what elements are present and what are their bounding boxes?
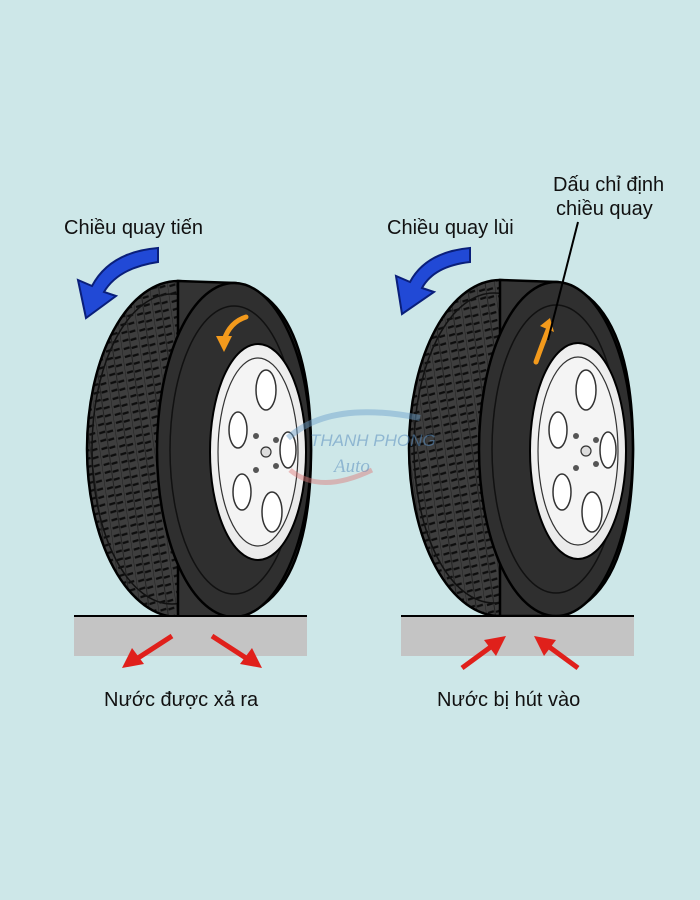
left-road: [74, 617, 307, 656]
watermark-line1: THANH PHONG: [310, 431, 436, 450]
marker-label-line1: Dấu chỉ định: [553, 174, 665, 196]
left-rotation-arrow: [76, 246, 159, 320]
right-water-label: Nước bị hút vào: [437, 689, 581, 711]
marker-label-line2: chiều quay: [556, 198, 653, 220]
watermark-logo: [285, 409, 421, 485]
right-rotation-arrow: [394, 246, 471, 316]
marker-leader-line: [547, 221, 579, 341]
left-rotation-label: Chiều quay tiến: [64, 217, 203, 239]
right-direction-marker: [533, 327, 551, 365]
right-rotation-label: Chiều quay lùi: [387, 217, 514, 239]
left-water-label: Nước được xả ra: [104, 689, 259, 711]
watermark-line2: Auto: [332, 456, 370, 477]
left-water-arrow-out-right: [210, 633, 262, 668]
right-water-arrow-in-right: [534, 636, 580, 671]
left-direction-marker-head: [216, 336, 232, 352]
right-road: [401, 617, 634, 656]
left-water-arrow-out-left: [122, 633, 174, 668]
right-wheel: [529, 342, 627, 560]
left-wheel: [209, 343, 307, 561]
right-water-arrow-in-left: [460, 636, 506, 671]
